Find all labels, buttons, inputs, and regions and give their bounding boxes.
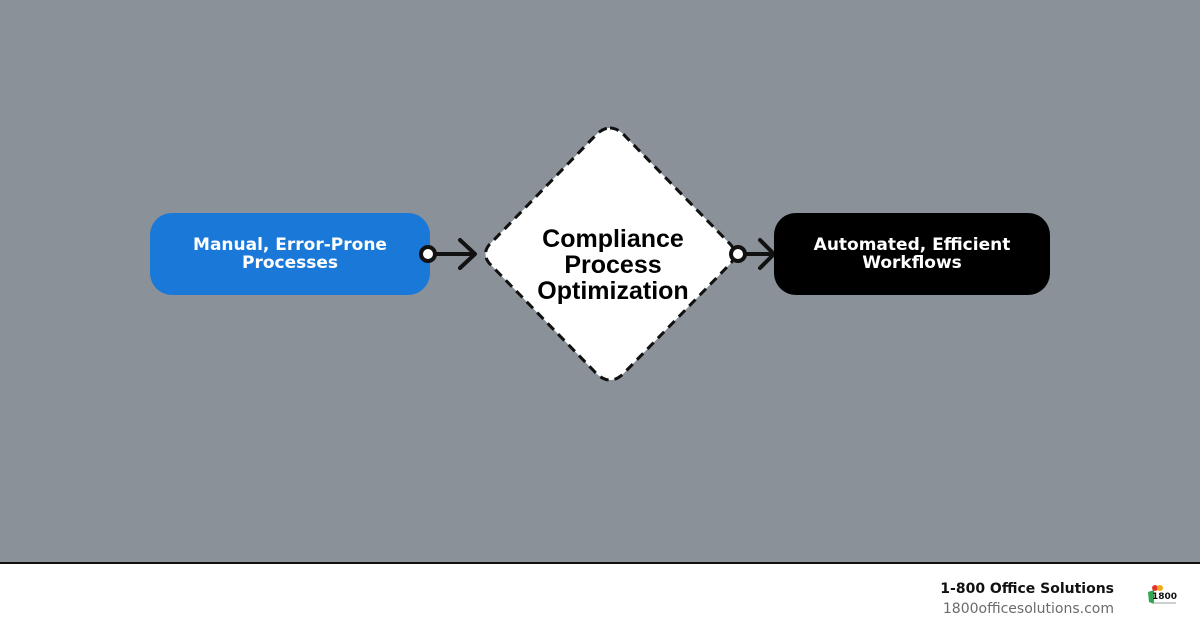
edge-start-dot-icon: [729, 245, 747, 263]
logo-leaf-shape: [1148, 590, 1154, 604]
brand-logo-icon: 1800: [1148, 585, 1177, 604]
arrowhead-icon: [458, 238, 477, 270]
logo-text: 1800: [1152, 592, 1177, 602]
decision-node: [484, 126, 736, 382]
footer-divider: [0, 562, 1200, 564]
logo-dot-red: [1152, 585, 1158, 591]
decision-diamond-shape: [484, 126, 736, 382]
start-node: Manual, Error-Prone Processes: [150, 213, 430, 295]
brand-url[interactable]: 1800officesolutions.com: [942, 601, 1114, 617]
arrow-decision-to-end: [729, 238, 776, 270]
brand-name: 1-800 Office Solutions: [940, 581, 1114, 597]
edge-start-dot-icon: [419, 245, 437, 263]
arrow-start-to-decision: [419, 238, 477, 270]
footer: [0, 564, 1200, 630]
logo-dot-yellow: [1157, 585, 1163, 591]
decision-node-label: Compliance Process Optimization: [537, 225, 689, 305]
end-node-label: Automated, Efficient Workflows: [813, 235, 1011, 273]
end-node: Automated, Efficient Workflows: [774, 213, 1050, 295]
start-node-label: Manual, Error-Prone Processes: [193, 235, 387, 273]
